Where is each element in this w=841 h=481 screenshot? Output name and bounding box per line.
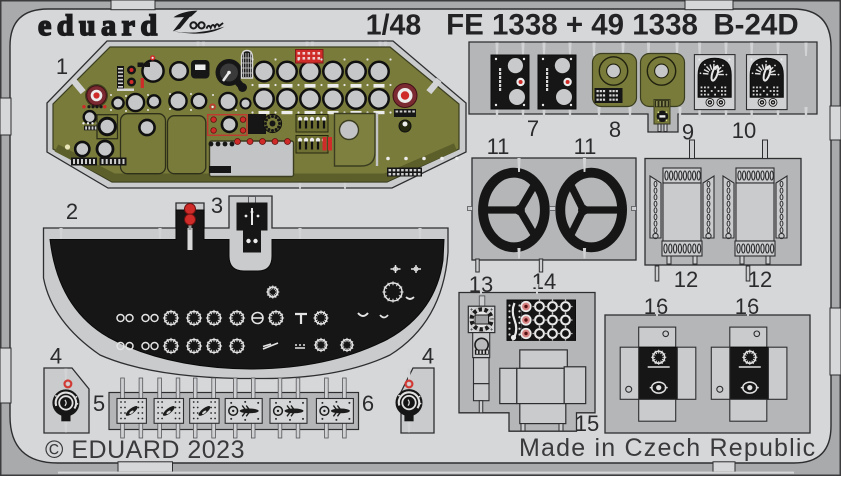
svg-text:11: 11 — [574, 134, 597, 159]
svg-text:7: 7 — [527, 116, 539, 141]
svg-text:2: 2 — [66, 199, 78, 224]
svg-text:1/48: 1/48 — [366, 10, 421, 42]
svg-text:© EDUARD 2023: © EDUARD 2023 — [45, 436, 245, 464]
svg-text:12: 12 — [748, 267, 772, 292]
svg-text:eduard: eduard — [38, 9, 163, 42]
svg-text:8: 8 — [609, 117, 621, 142]
svg-text:Made in Czech Republic: Made in Czech Republic — [519, 434, 816, 462]
svg-text:B-24D: B-24D — [713, 9, 798, 42]
svg-text:4: 4 — [50, 344, 62, 369]
svg-text:1: 1 — [56, 54, 68, 79]
svg-text:14: 14 — [532, 269, 556, 294]
svg-text:12: 12 — [674, 267, 698, 292]
svg-text:FE 1338 + 49 1338: FE 1338 + 49 1338 — [446, 9, 698, 42]
svg-text:15: 15 — [575, 411, 599, 436]
svg-text:3: 3 — [211, 193, 223, 218]
svg-text:11: 11 — [487, 134, 510, 159]
svg-text:6: 6 — [362, 391, 374, 416]
svg-text:10: 10 — [732, 118, 756, 143]
svg-text:5: 5 — [93, 391, 105, 416]
svg-text:4: 4 — [422, 344, 434, 369]
